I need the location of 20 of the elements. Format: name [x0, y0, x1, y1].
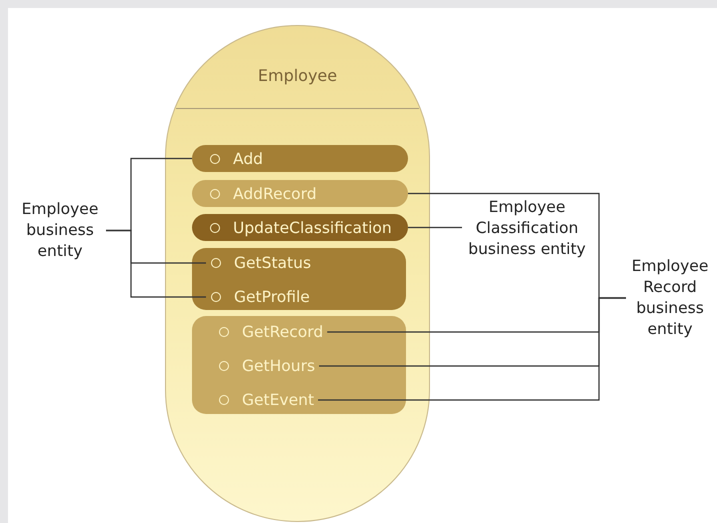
entity-title: Employee — [256, 66, 338, 85]
connector-line — [408, 226, 462, 228]
method-pill — [192, 180, 408, 207]
method-name: AddRecord — [210, 184, 317, 204]
method-pill — [192, 145, 408, 172]
method-group-panel — [192, 316, 406, 414]
method-name: GetRecord — [214, 322, 328, 342]
connector-line — [106, 230, 206, 298]
connector-line — [318, 297, 626, 401]
method-name: GetEvent — [214, 390, 318, 410]
method-name: UpdateClassification — [210, 218, 392, 238]
method-group-panel — [192, 248, 406, 310]
method-name: GetProfile — [206, 287, 314, 307]
method-name: GetStatus — [206, 253, 316, 273]
entity-label: Employee business entity — [14, 199, 106, 262]
method-name: GetHours — [214, 356, 320, 376]
method-name: Add — [210, 148, 264, 168]
entity-label: Employee Record business entity — [626, 256, 714, 340]
entity-label: Employee Classification business entity — [462, 197, 592, 260]
method-pill — [192, 214, 408, 241]
